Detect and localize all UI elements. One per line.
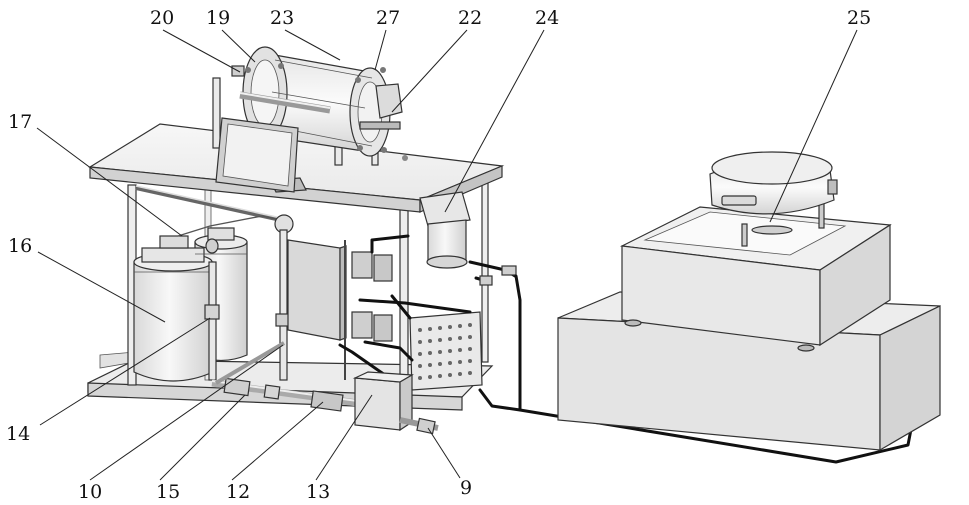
leader-9	[428, 428, 460, 478]
manifold-front	[355, 378, 400, 430]
leader-24	[445, 30, 544, 212]
pump-base	[427, 256, 467, 268]
leader-15	[160, 395, 245, 480]
flange-bolt	[357, 145, 363, 151]
motor-head-top	[712, 152, 832, 184]
hose-fitting	[480, 276, 492, 285]
label-19: 19	[206, 7, 230, 29]
leader-22	[392, 30, 467, 112]
test-platform	[558, 152, 940, 450]
tank-riser	[209, 262, 216, 380]
relay	[374, 255, 392, 281]
outlet-fitting-9	[417, 418, 435, 433]
motor-head-knob	[828, 180, 837, 194]
touch-screen	[216, 118, 306, 192]
vacuum-pump	[420, 192, 516, 285]
flange-bolt	[381, 147, 387, 153]
label-20: 20	[150, 7, 174, 29]
tank-valve	[206, 239, 218, 253]
flange-bolt	[380, 67, 386, 73]
label-24: 24	[535, 7, 559, 29]
table-hole	[402, 155, 408, 161]
label-12: 12	[226, 481, 250, 503]
label-13: 13	[306, 481, 330, 503]
tank-front-shoulder	[142, 248, 204, 262]
leader-27	[375, 30, 386, 70]
drum-post-left	[213, 78, 220, 148]
label-10: 10	[78, 481, 102, 503]
leader-12	[232, 402, 323, 480]
wire-bundle	[360, 300, 470, 312]
drum-output-shaft	[360, 122, 400, 129]
label-17: 17	[8, 111, 32, 133]
label-23: 23	[270, 7, 294, 29]
screen-display	[223, 124, 292, 186]
hose-fitting	[502, 266, 516, 275]
label-14: 14	[6, 423, 30, 445]
motor-head-window	[722, 196, 756, 205]
stage-foot	[625, 320, 641, 326]
flange-bolt	[278, 63, 284, 69]
drum-motor-housing	[376, 84, 402, 118]
tank-front-cap	[160, 236, 188, 248]
spindle-disc	[752, 226, 792, 234]
fitting-15	[224, 378, 250, 395]
label-22: 22	[458, 7, 482, 29]
label-15: 15	[156, 481, 180, 503]
control-box	[288, 240, 340, 340]
spindle-post	[742, 224, 747, 246]
tank-rear-cap	[208, 228, 234, 240]
label-16: 16	[8, 235, 32, 257]
leader-23	[285, 30, 340, 60]
fitting-mid	[264, 385, 280, 399]
tank-riser-valve	[205, 305, 219, 319]
relay	[374, 315, 392, 341]
label-9: 9	[460, 477, 472, 499]
cart-leg-front-mid	[400, 205, 408, 395]
leader-19	[222, 30, 255, 62]
label-27: 27	[376, 7, 400, 29]
stage-foot	[798, 345, 814, 351]
label-25: 25	[847, 7, 871, 29]
flange-bolt	[355, 77, 361, 83]
relay	[352, 252, 372, 278]
tank-front-body	[134, 262, 213, 381]
drum-end-inner-left	[251, 60, 279, 126]
pipe-vertical	[280, 230, 287, 380]
cable-secondary	[480, 390, 520, 410]
flange-bolt	[245, 67, 251, 73]
relay	[352, 312, 372, 338]
